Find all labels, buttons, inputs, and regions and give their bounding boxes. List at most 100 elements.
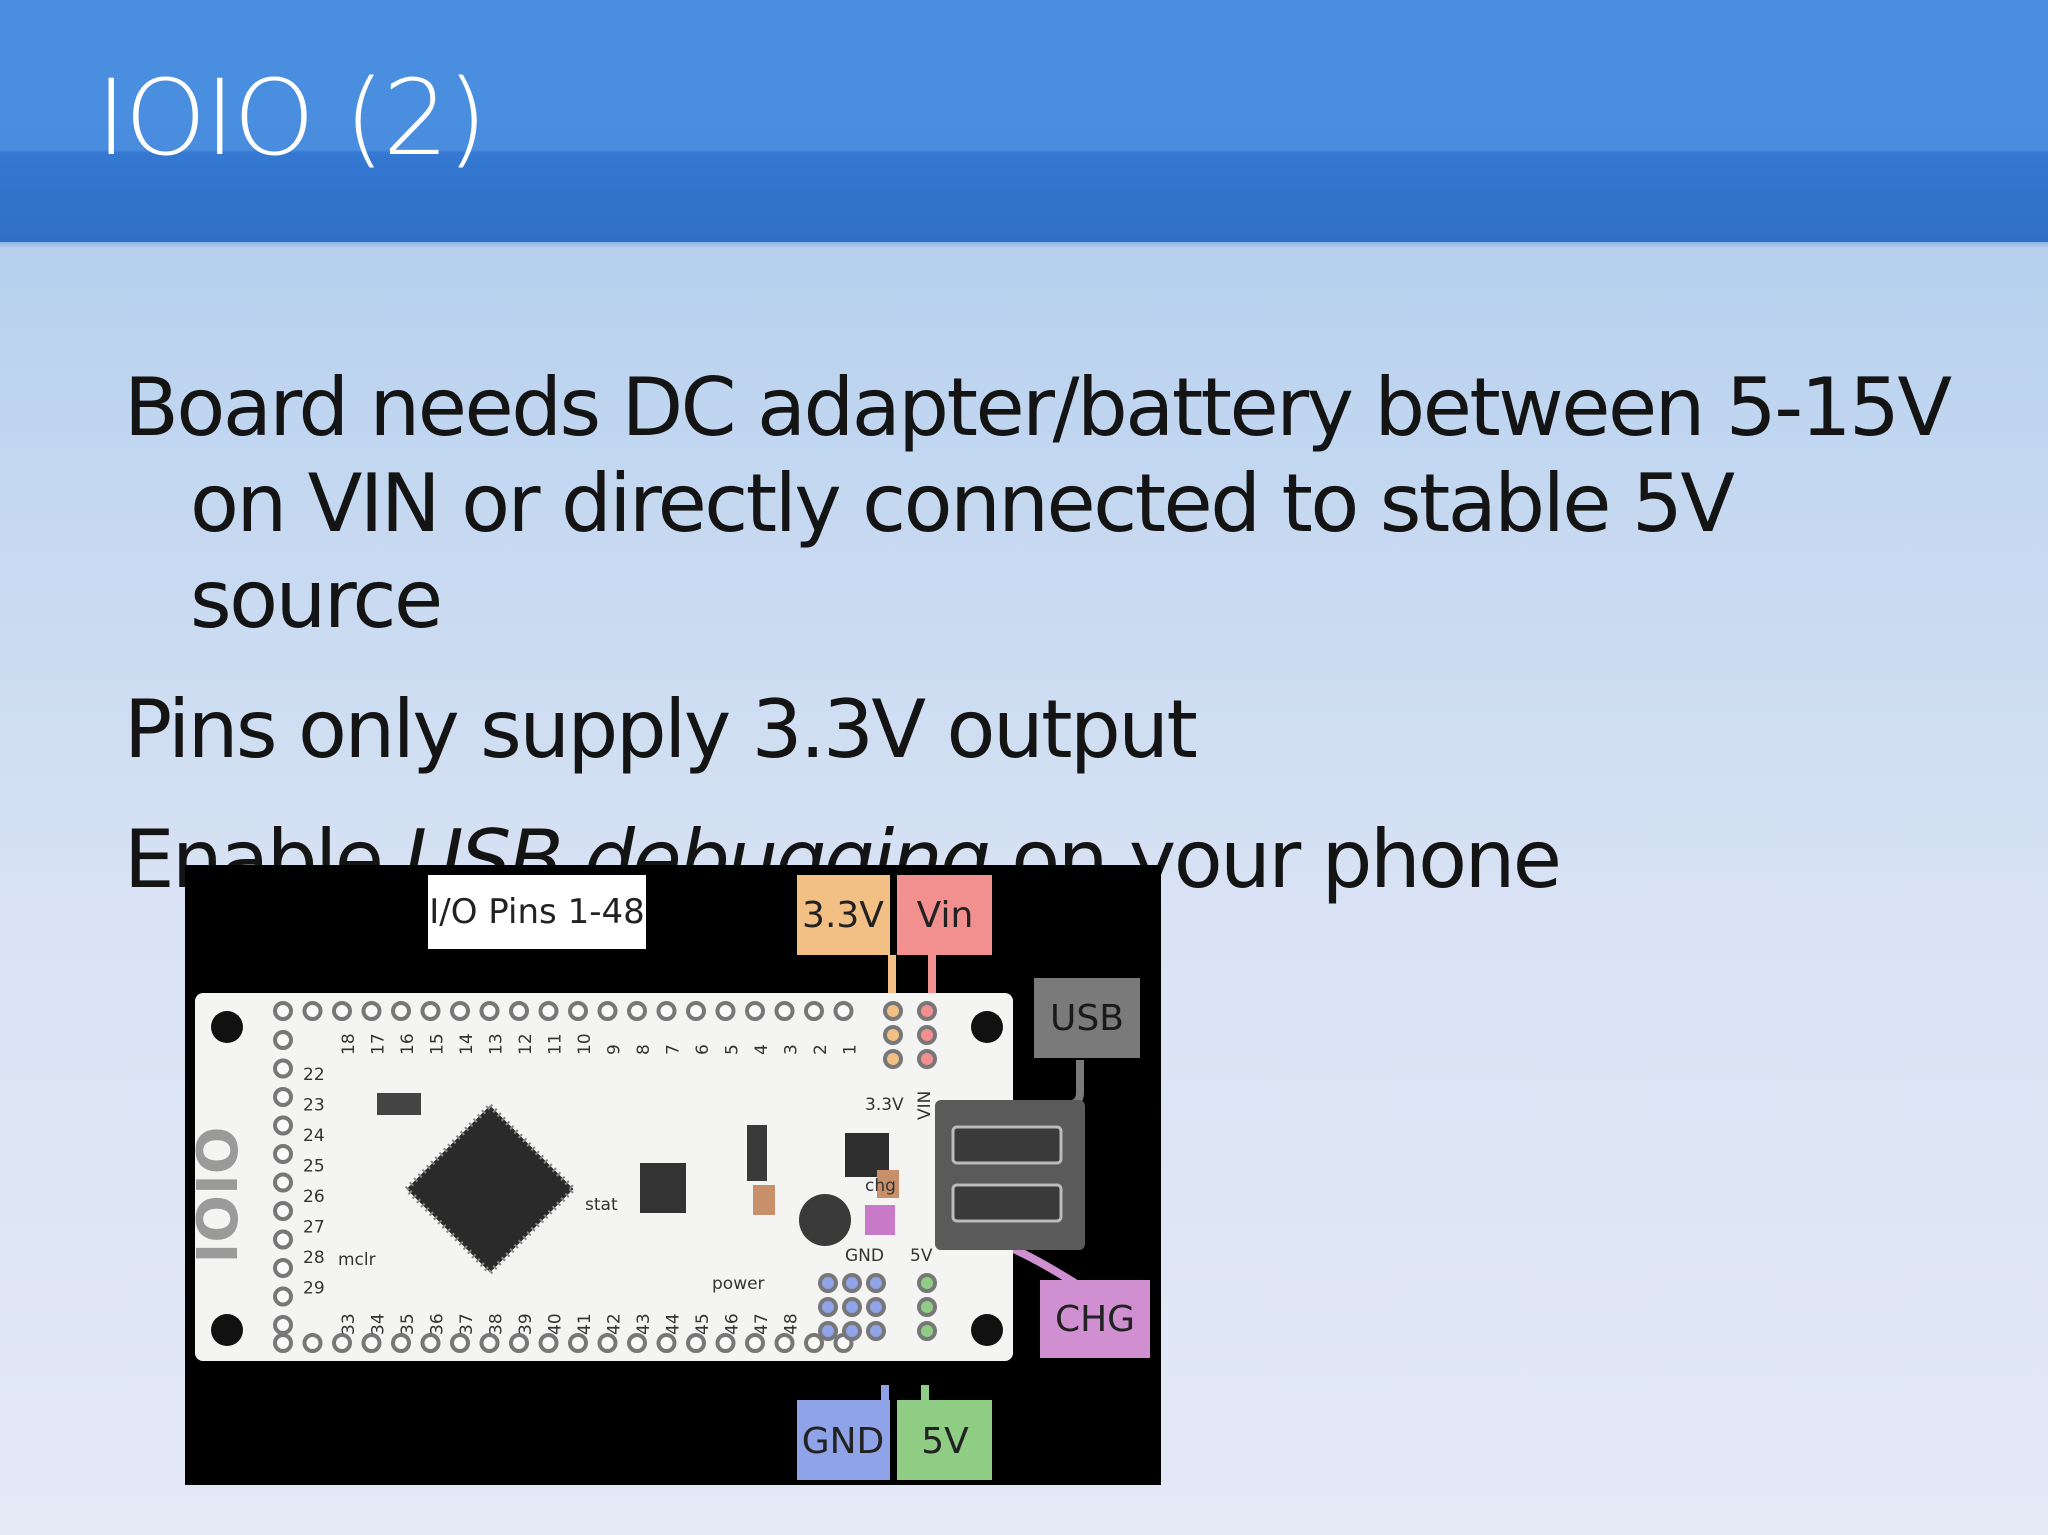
pin-pad — [273, 1144, 293, 1164]
pin-pad — [273, 1333, 293, 1353]
pin-pad — [804, 1333, 824, 1353]
gnd-header-pin — [866, 1321, 886, 1341]
mount-hole — [211, 1011, 243, 1043]
pin-pad — [833, 1001, 854, 1021]
pin-label: 44 — [664, 1313, 684, 1335]
gnd-callout — [797, 1400, 890, 1480]
v33-header-pin — [883, 1001, 903, 1021]
pin-pad — [538, 1333, 559, 1353]
mount-hole — [971, 1011, 1003, 1043]
pin-label: 13 — [487, 1033, 507, 1055]
pin-pad — [273, 1115, 293, 1136]
bullet-power: Board needs DC adapter/battery between 5… — [124, 360, 2004, 648]
usb-port-upper — [951, 1125, 1063, 1165]
pin-label: 42 — [605, 1313, 625, 1335]
vin-callout — [897, 875, 992, 955]
capacitor — [753, 1185, 775, 1215]
left-pin-column — [273, 1030, 293, 1335]
pin-pad — [273, 1229, 293, 1250]
bottom-pin-row — [273, 1333, 854, 1353]
pin-label: 2 — [811, 1044, 831, 1055]
gnd-header-pin — [842, 1321, 862, 1341]
pin-pad — [273, 1201, 293, 1221]
board-pcb — [195, 993, 1013, 1361]
pin-pad — [420, 1333, 441, 1353]
pin-pad — [332, 1333, 352, 1353]
pin-pad — [273, 1258, 293, 1278]
silk-mclr: mclr — [338, 1250, 376, 1270]
pin-pad — [745, 1001, 765, 1021]
pin-label: 35 — [398, 1313, 418, 1335]
pin-label: 7 — [664, 1044, 684, 1055]
top-pin-row — [273, 1001, 854, 1021]
vin-header-pin — [917, 1049, 937, 1069]
pin-pad — [302, 1333, 323, 1353]
pin-label: 10 — [575, 1033, 595, 1055]
pin-label: 29 — [303, 1279, 325, 1299]
regulator — [640, 1163, 686, 1213]
title-bar — [0, 0, 2048, 242]
pin-pad — [538, 1001, 559, 1021]
pin-label: 38 — [487, 1313, 507, 1335]
pin-pad — [597, 1001, 618, 1021]
gnd-header-pin — [866, 1273, 886, 1293]
pin-label: 27 — [303, 1218, 325, 1238]
pin-label: 45 — [693, 1313, 713, 1335]
v33-header-pin — [883, 1025, 903, 1045]
pin-label: 18 — [339, 1033, 359, 1055]
silk-vin: VIN — [915, 1091, 935, 1120]
pin-label: 11 — [546, 1033, 566, 1055]
silk-gnd: GND — [845, 1246, 884, 1266]
pin-pad — [273, 1286, 293, 1307]
charge-chip — [845, 1133, 889, 1177]
v33-header-pin — [883, 1049, 903, 1069]
pin-pad — [715, 1001, 736, 1021]
power-headers — [818, 1001, 937, 1341]
vin-callout-text: Vin — [917, 895, 974, 936]
gnd-header-pin — [866, 1297, 886, 1317]
pin-pad — [774, 1001, 795, 1021]
pin-pad — [627, 1001, 647, 1021]
pin-label: 46 — [723, 1313, 743, 1335]
pin-pad — [273, 1001, 293, 1021]
pin-label: 3 — [782, 1044, 802, 1055]
gnd-header-pin — [818, 1273, 838, 1293]
pin-label: 25 — [303, 1157, 325, 1177]
pin-pad — [715, 1333, 736, 1353]
pin-label: 48 — [782, 1313, 802, 1335]
pin-pad — [273, 1030, 293, 1050]
pin-label: 5 — [723, 1044, 743, 1055]
bullet-pins: Pins only supply 3.3V output — [124, 682, 2004, 778]
pin-pad — [391, 1001, 411, 1021]
silk-5v: 5V — [910, 1246, 933, 1266]
usb-callout — [1034, 978, 1140, 1058]
silk-3v3: 3.3V — [865, 1095, 904, 1115]
pin-label: 22 — [303, 1065, 325, 1085]
pin-pad — [597, 1333, 618, 1353]
pin-label: 4 — [752, 1044, 772, 1055]
pin-label: 16 — [398, 1033, 418, 1055]
bullet-pins-text: Pins only supply 3.3V output — [124, 683, 1198, 776]
pin-pad — [745, 1333, 765, 1353]
pin-pad — [273, 1087, 293, 1107]
gnd-header-pin — [818, 1297, 838, 1317]
pin-label: 24 — [303, 1126, 325, 1146]
capacitor — [877, 1170, 899, 1198]
v5-callout — [897, 1400, 992, 1480]
pin-label: 41 — [575, 1313, 595, 1335]
io-pins-callout-text: I/O Pins 1-48 — [429, 892, 645, 932]
pin-pad — [361, 1001, 382, 1021]
v5-callout-text: 5V — [921, 1421, 969, 1462]
pin-pad — [509, 1001, 529, 1021]
pin-pad — [656, 1333, 677, 1353]
silk-chg: chg — [865, 1176, 896, 1196]
pin-label: 40 — [546, 1313, 566, 1335]
pin-pad — [686, 1333, 706, 1353]
pin-label: 34 — [369, 1313, 389, 1335]
pin-pad — [302, 1001, 323, 1021]
v5-header-pin — [917, 1321, 937, 1341]
pin-pad — [686, 1001, 706, 1021]
